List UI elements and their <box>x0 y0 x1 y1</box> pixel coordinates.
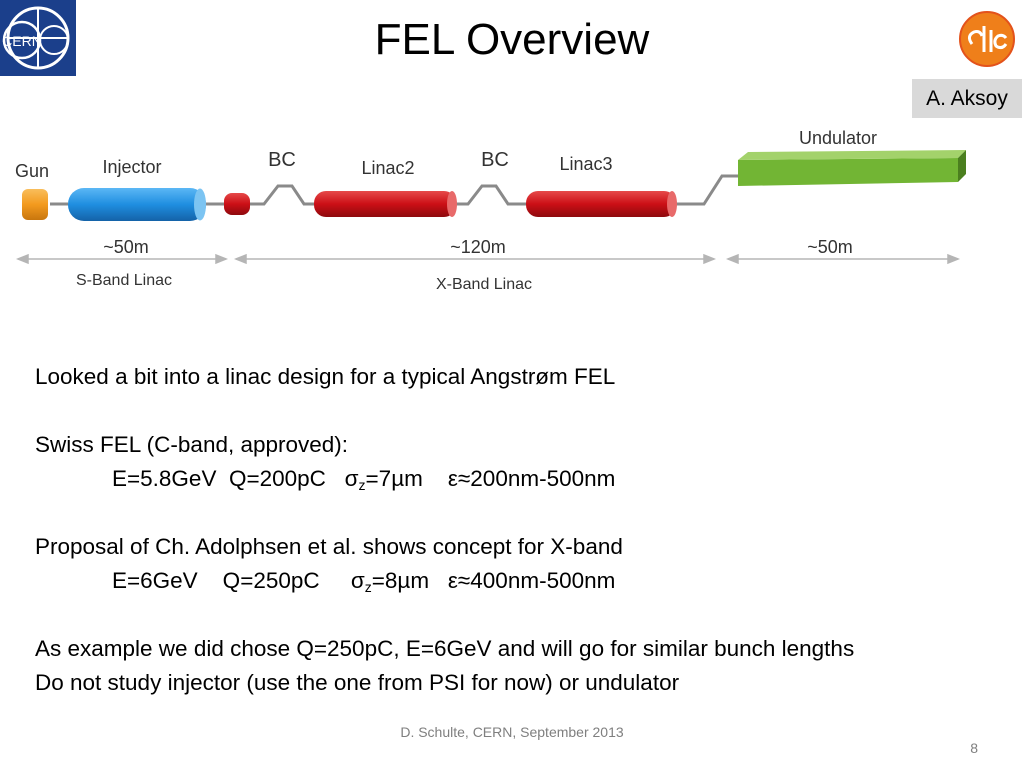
section-x-band: X-Band Linac <box>436 276 532 293</box>
intro-line: Looked a bit into a linac design for a t… <box>35 364 616 389</box>
s-band-booster <box>224 193 250 215</box>
label-bc1: BC <box>268 149 296 171</box>
injector-cavity <box>68 188 206 221</box>
cern-logo: CERN <box>0 0 76 76</box>
slide-title: FEL Overview <box>374 15 650 64</box>
label-linac2: Linac2 <box>361 158 414 178</box>
swiss-fel-params: E=5.8GeV Q=200pC σz=7µm ε≈200nm-500nm <box>112 466 616 493</box>
beam-pipe <box>50 174 738 206</box>
linac3-cavity <box>526 191 677 217</box>
author-badge: A. Aksoy <box>912 79 1022 118</box>
fel-beamline-diagram: Gun Injector BC Linac2 BC Linac3 Undulat… <box>15 128 966 293</box>
injector-note-line: Do not study injector (use the one from … <box>35 670 680 695</box>
cern-logo-text: CERN <box>2 33 42 49</box>
undulator-box <box>738 150 966 186</box>
gun-component <box>22 189 48 220</box>
proposal-heading: Proposal of Ch. Adolphsen et al. shows c… <box>35 534 623 559</box>
section-s-band: S-Band Linac <box>76 272 172 289</box>
label-gun: Gun <box>15 161 49 181</box>
label-bc2: BC <box>481 149 509 171</box>
label-linac3: Linac3 <box>559 154 612 174</box>
dimension-arrows <box>15 253 961 265</box>
swiss-fel-heading: Swiss FEL (C-band, approved): <box>35 432 349 457</box>
example-line: As example we did chose Q=250pC, E=6GeV … <box>35 636 855 661</box>
label-injector: Injector <box>102 157 161 177</box>
length-undulator: ~50m <box>807 237 853 257</box>
length-s-band: ~50m <box>103 237 149 257</box>
linac2-cavity <box>314 191 457 217</box>
footer-text: D. Schulte, CERN, September 2013 <box>400 724 624 740</box>
slide-number: 8 <box>970 740 978 756</box>
length-x-band: ~120m <box>450 237 506 257</box>
clic-logo <box>959 11 1015 67</box>
slide-body: Looked a bit into a linac design for a t… <box>35 360 995 700</box>
label-undulator: Undulator <box>799 128 877 148</box>
proposal-params: E=6GeV Q=250pC σz=8µm ε≈400nm-500nm <box>112 568 616 595</box>
